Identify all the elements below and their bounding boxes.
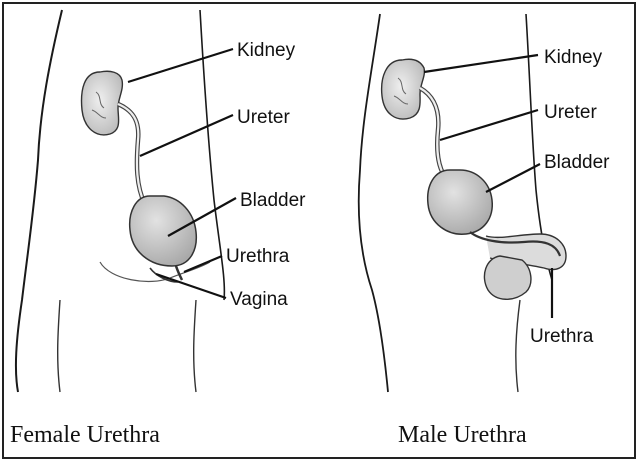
label-vagina-female: Vagina xyxy=(230,289,288,310)
leader-line-vagina-f xyxy=(156,274,226,298)
label-ureter-male: Ureter xyxy=(544,102,597,123)
female-urethra xyxy=(176,266,182,280)
label-bladder-female: Bladder xyxy=(240,190,306,211)
female-leg-outline-left xyxy=(58,300,60,392)
leader-line-bladder-m xyxy=(486,164,540,192)
male-figure: Kidney Ureter Bladder Urethra xyxy=(359,14,610,392)
caption-male: Male Urethra xyxy=(398,422,527,449)
label-bladder-male: Bladder xyxy=(544,152,610,173)
label-kidney-female: Kidney xyxy=(237,40,296,61)
label-urethra-female: Urethra xyxy=(226,246,290,267)
female-hip-curve xyxy=(100,262,210,281)
label-ureter-female: Ureter xyxy=(237,107,290,128)
leader-line-kidney-m xyxy=(424,55,538,72)
leader-line-ureter-m xyxy=(440,110,538,140)
leader-line-ureter-f xyxy=(140,115,233,156)
label-kidney-male: Kidney xyxy=(544,47,603,68)
male-scrotum xyxy=(484,256,531,299)
male-body-outline-left xyxy=(359,14,388,392)
female-kidney xyxy=(82,71,123,135)
male-bladder xyxy=(428,170,493,234)
caption-female: Female Urethra xyxy=(10,422,160,449)
male-leg-outline-right xyxy=(516,300,520,392)
label-urethra-male: Urethra xyxy=(530,326,594,347)
female-figure: Kidney Ureter Bladder Urethra Vagina xyxy=(16,10,306,392)
leader-line-kidney-f xyxy=(128,49,233,82)
female-leg-outline-right xyxy=(194,300,196,392)
female-bladder xyxy=(130,196,197,266)
female-body-outline-left xyxy=(16,10,62,392)
